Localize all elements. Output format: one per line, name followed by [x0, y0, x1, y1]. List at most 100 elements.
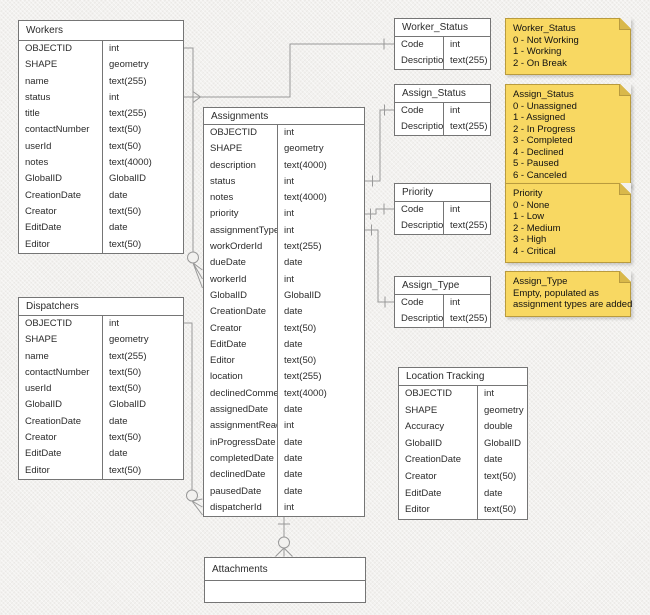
field-type: date: [284, 404, 303, 416]
table-row: description text(4000): [204, 157, 364, 174]
note-line: 0 - Not Working: [513, 34, 579, 46]
field-type: text(4000): [284, 387, 327, 399]
field-name: declinedDate: [204, 467, 278, 484]
table-title: Location Tracking: [399, 368, 527, 386]
field-type: int: [284, 127, 295, 138]
note-line: 5 - Paused: [513, 158, 559, 169]
field-name: assignmentType: [204, 222, 278, 240]
field-name: Description: [395, 218, 444, 234]
field-type: text(4000): [284, 192, 327, 204]
field-name: Creator: [19, 203, 103, 221]
field-name: Code: [395, 103, 444, 119]
field-type: text(50): [484, 504, 517, 516]
field-type: int: [450, 105, 461, 116]
note-line: 4 - Declined: [513, 146, 564, 158]
field-name: notes: [204, 190, 278, 207]
field-name: OBJECTID: [399, 386, 478, 403]
note-line: 4 - Critical: [513, 245, 556, 257]
table-title: Assign_Type: [395, 277, 490, 295]
field-type: text(255): [450, 121, 488, 132]
field-name: GlobalID: [19, 397, 103, 414]
field-name: SHAPE: [19, 332, 103, 349]
field-name: pausedDate: [204, 483, 278, 500]
field-name: Editor: [204, 353, 278, 370]
field-name: Description: [395, 311, 444, 327]
zero-circle-icon: [278, 536, 290, 549]
field-type: text(255): [450, 220, 488, 231]
table-row: Creator text(50): [19, 203, 183, 221]
field-type: text(50): [109, 140, 142, 152]
field-type: date: [484, 487, 503, 499]
field-name: GlobalID: [399, 435, 478, 453]
field-type: text(255): [450, 55, 488, 66]
field-type: int: [284, 501, 295, 513]
field-type: geometry: [109, 59, 149, 71]
field-type: date: [109, 189, 128, 201]
field-type: text(50): [109, 205, 142, 217]
field-type: date: [284, 338, 303, 350]
field-type: text(4000): [284, 159, 327, 171]
field-name: inProgressDate: [204, 434, 278, 451]
field-name: name: [19, 348, 103, 365]
field-type: text(255): [450, 313, 488, 324]
field-name: priority: [204, 206, 278, 223]
crow-foot-icon: [191, 498, 203, 516]
field-name: assignmentRead: [204, 418, 278, 435]
field-type: int: [284, 175, 295, 187]
field-type: int: [109, 43, 120, 54]
table-title: Workers: [19, 21, 183, 41]
field-type: text(50): [109, 432, 142, 444]
field-name: SHAPE: [399, 402, 478, 420]
field-name: workerId: [204, 271, 278, 288]
note-line: assignment types are added: [513, 299, 633, 310]
field-name: Creator: [399, 468, 478, 486]
table-title: Worker_Status: [395, 19, 490, 37]
field-type: int: [450, 204, 461, 215]
empty-row: [205, 581, 365, 602]
note-line: 0 - None: [513, 199, 550, 211]
field-name: completedDate: [204, 450, 278, 468]
field-name: dispatcherId: [204, 499, 278, 517]
field-name: EditDate: [204, 336, 278, 354]
field-type: date: [109, 415, 128, 427]
note-line: 2 - On Break: [513, 57, 567, 69]
field-name: Code: [395, 37, 444, 53]
zero-circle-icon: [186, 489, 198, 502]
table-title: Assignments: [204, 108, 364, 125]
field-name: description: [204, 157, 278, 174]
field-type: date: [284, 257, 303, 269]
note-title: Worker_Status: [513, 23, 576, 34]
folded-corner-icon: [619, 183, 631, 195]
crow-foot-icon: [192, 91, 201, 103]
field-name: EditDate: [399, 485, 478, 503]
